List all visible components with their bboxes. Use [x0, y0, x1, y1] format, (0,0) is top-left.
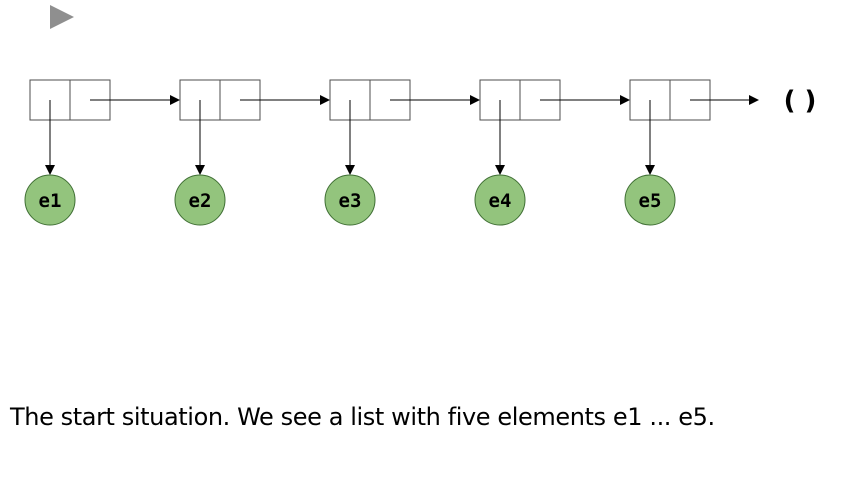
play-triangle-shape [50, 5, 74, 29]
element-label-1: e1 [39, 190, 62, 212]
element-label-4: e4 [489, 190, 512, 212]
play-triangle-icon[interactable] [44, 2, 78, 32]
nil-terminator: ( ) [784, 86, 817, 116]
element-label-5: e5 [639, 190, 662, 212]
element-label-2: e2 [189, 190, 212, 212]
nodes-layer: e1 e2 e3 e4 e5 [24, 79, 759, 226]
linked-list-diagram: e1 e2 e3 e4 e5 ( ) [24, 79, 817, 226]
element-circle-4 [474, 174, 526, 226]
element-circle-5 [624, 174, 676, 226]
element-circle-2 [174, 174, 226, 226]
element-circle-1 [24, 174, 76, 226]
caption-text: The start situation. We see a list with … [10, 403, 715, 431]
element-circle-3 [324, 174, 376, 226]
element-label-3: e3 [339, 190, 362, 212]
